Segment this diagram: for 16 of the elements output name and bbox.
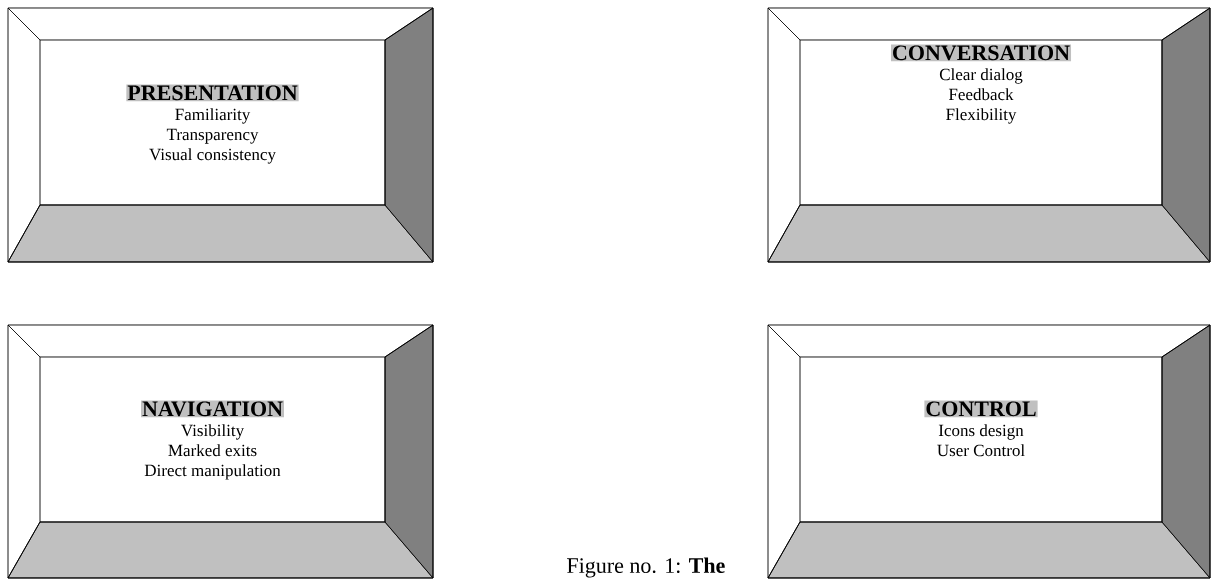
heading-label: CONTROL	[924, 400, 1038, 418]
list-item: Direct manipulation	[144, 464, 281, 480]
list-item: Visual consistency	[149, 148, 276, 164]
list-item: Marked exits	[168, 444, 257, 457]
list-item: User Control	[937, 444, 1025, 457]
list-item: Familiarity	[175, 108, 251, 124]
heading-label: PRESENTATION	[126, 84, 299, 102]
list-item: Visibility	[181, 424, 245, 440]
list-item: Icons design	[938, 424, 1024, 440]
heading-label: CONVERSATION	[890, 44, 1072, 62]
figure-caption: Figure no. 1: The	[567, 557, 725, 578]
heading-label: NAVIGATION	[141, 400, 284, 418]
list-item: Transparency	[166, 128, 259, 144]
list-item: Flexibility	[946, 108, 1017, 124]
list-item: Clear dialog	[939, 68, 1023, 84]
list-item: Feedback	[948, 88, 1014, 101]
